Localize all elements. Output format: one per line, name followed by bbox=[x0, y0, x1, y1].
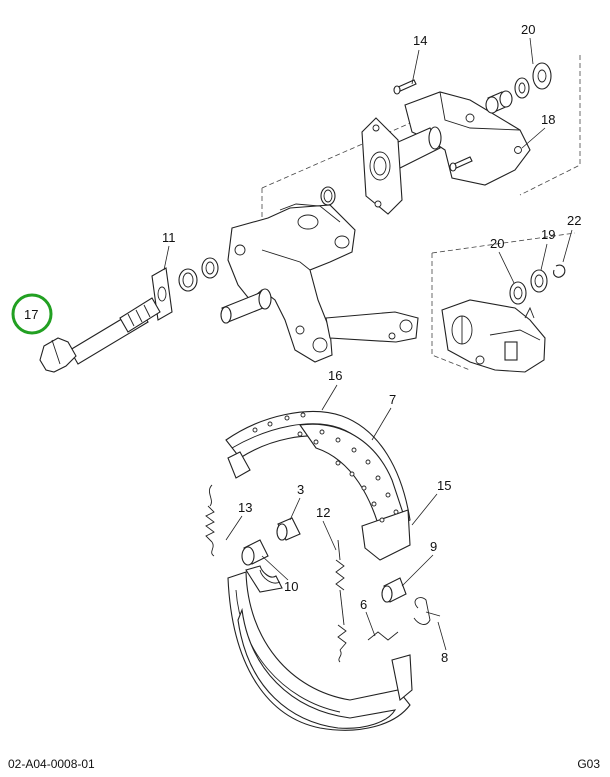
callout-6[interactable]: 6 bbox=[360, 597, 367, 612]
cam-roller bbox=[241, 539, 269, 566]
lower-brake-shoe bbox=[227, 565, 413, 731]
spindle-stub bbox=[220, 288, 272, 324]
o-ring-seal bbox=[320, 186, 336, 206]
s-camshaft bbox=[39, 297, 161, 373]
retaining-spring bbox=[335, 539, 347, 663]
camshaft-spacer bbox=[151, 257, 219, 321]
callout-17[interactable]: 17 bbox=[24, 307, 38, 322]
lining-rivets bbox=[252, 412, 399, 523]
highlight-ring bbox=[11, 293, 53, 335]
torque-arm bbox=[325, 311, 419, 343]
anchor-pin-bushing bbox=[276, 517, 301, 541]
callout-10[interactable]: 10 bbox=[284, 579, 298, 594]
anchor-pin-clip bbox=[413, 597, 441, 625]
callout-16[interactable]: 16 bbox=[328, 368, 342, 383]
callout-9[interactable]: 9 bbox=[430, 539, 437, 554]
roller-retainer-clip bbox=[367, 631, 399, 641]
callout-7[interactable]: 7 bbox=[389, 392, 396, 407]
leader-lines bbox=[163, 37, 573, 651]
slack-adjuster bbox=[441, 299, 546, 373]
callout-18[interactable]: 18 bbox=[541, 112, 555, 127]
callout-14[interactable]: 14 bbox=[413, 33, 427, 48]
upper-brake-shoe bbox=[225, 411, 411, 561]
slack-adjuster-washers bbox=[509, 264, 566, 305]
sheet-code: G03 bbox=[577, 757, 600, 771]
drawing-number: 02-A04-0008-01 bbox=[8, 757, 95, 771]
brake-spider bbox=[227, 203, 356, 363]
flange-plate bbox=[361, 117, 403, 215]
callout-8[interactable]: 8 bbox=[441, 650, 448, 665]
shoe-return-spring bbox=[205, 484, 215, 557]
callout-20-top[interactable]: 20 bbox=[521, 22, 535, 37]
callout-11[interactable]: 11 bbox=[162, 230, 176, 245]
callout-13[interactable]: 13 bbox=[238, 500, 252, 515]
callout-19[interactable]: 19 bbox=[541, 227, 555, 242]
callout-3[interactable]: 3 bbox=[297, 482, 304, 497]
callout-15[interactable]: 15 bbox=[437, 478, 451, 493]
bolt-upper bbox=[393, 79, 417, 95]
roller-right bbox=[381, 577, 407, 603]
callout-20-right[interactable]: 20 bbox=[490, 236, 504, 251]
callout-22[interactable]: 22 bbox=[567, 213, 581, 228]
bolt-lower bbox=[449, 156, 473, 172]
callout-12[interactable]: 12 bbox=[316, 505, 330, 520]
top-washer-stack bbox=[485, 62, 552, 114]
